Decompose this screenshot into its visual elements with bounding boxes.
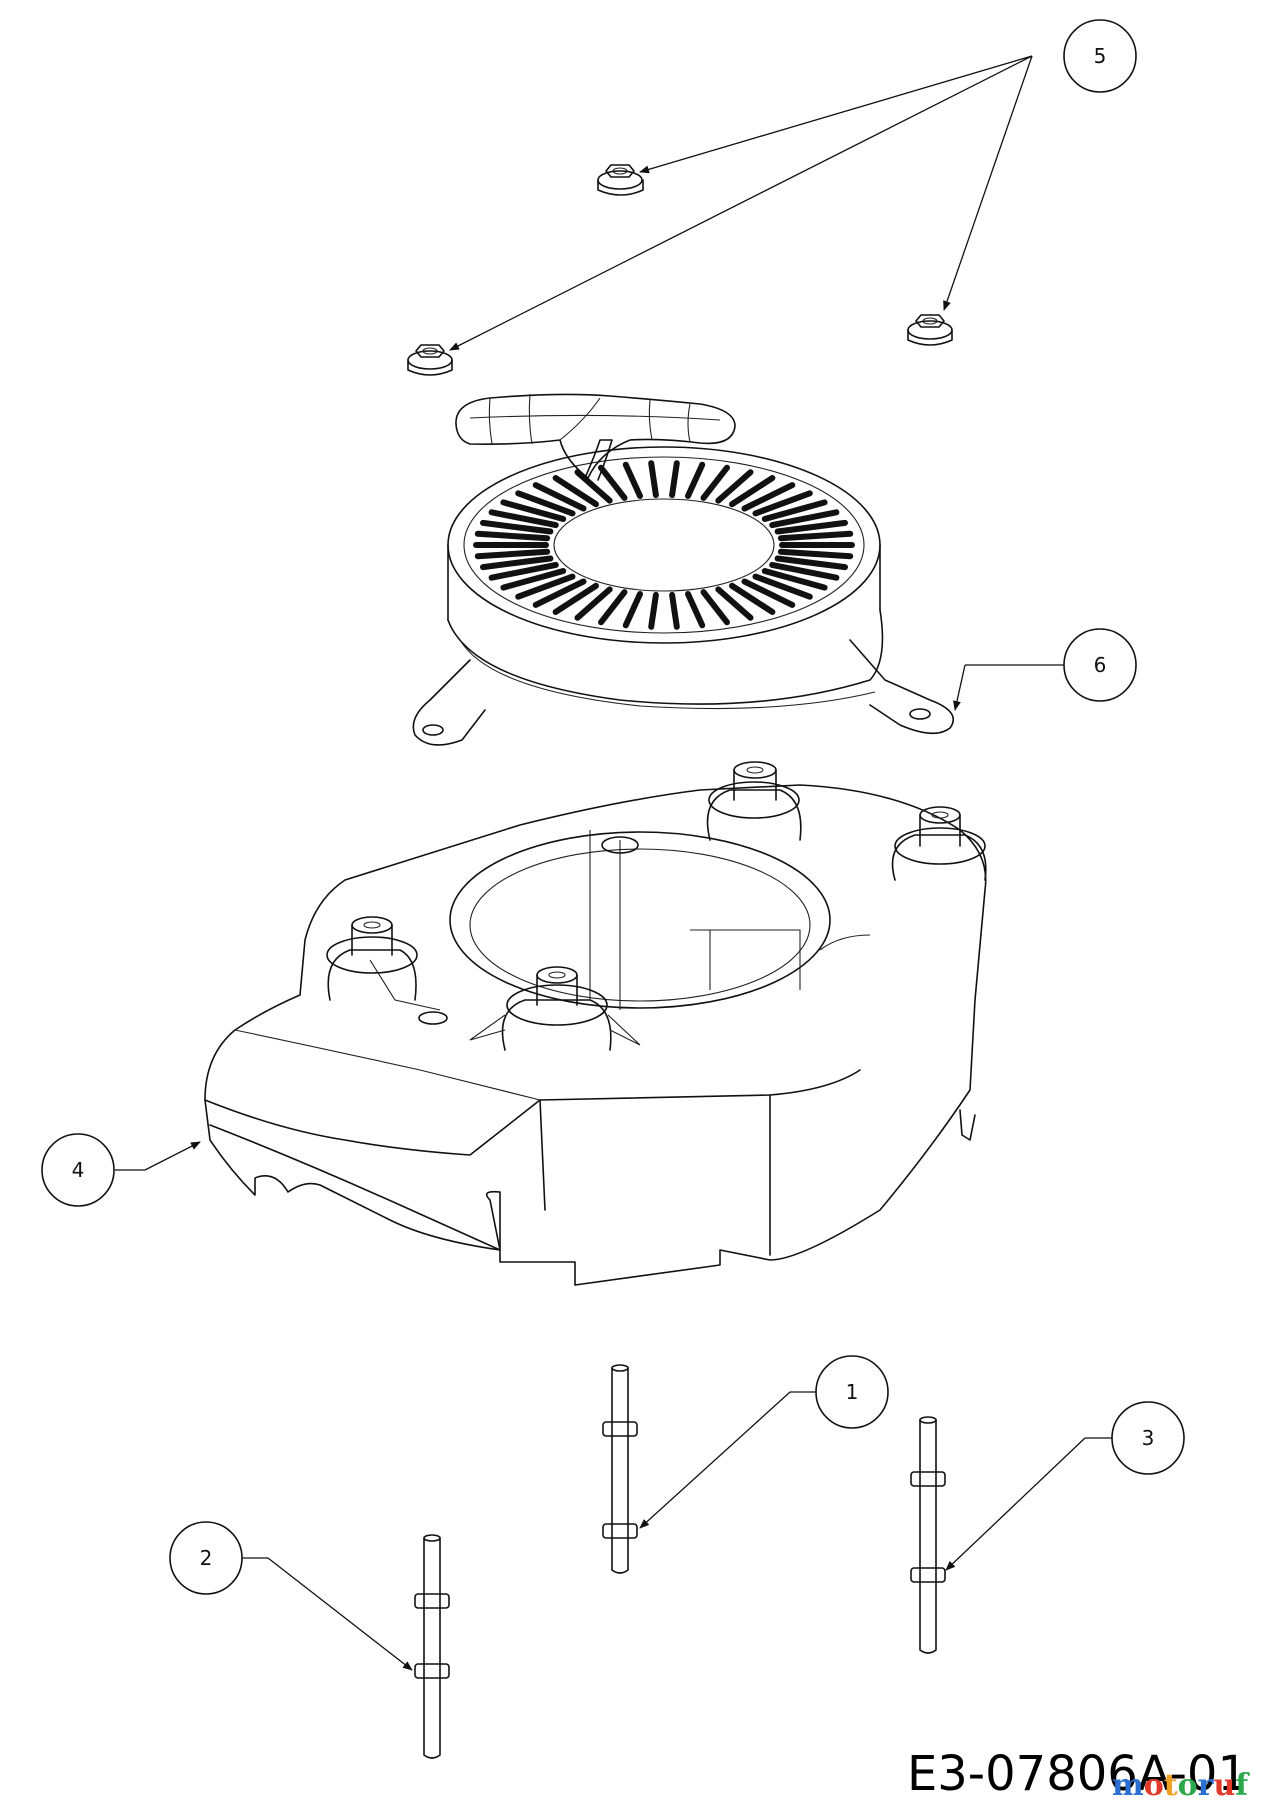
- vent-slot: [648, 591, 659, 630]
- vent-slot: [752, 573, 813, 600]
- callout-3: 3: [1111, 1401, 1185, 1475]
- vent-slot: [598, 589, 628, 626]
- vent-slot: [769, 561, 840, 581]
- vent-slot: [741, 482, 796, 512]
- vent-slot: [685, 461, 706, 499]
- callout-2: 2: [169, 1521, 243, 1595]
- callout-4: 4: [41, 1133, 115, 1207]
- callout-label: 1: [846, 1380, 859, 1404]
- vent-slot: [474, 530, 551, 542]
- recoil-starter: [412, 393, 955, 746]
- watermark-text: motoruf: [1112, 1768, 1250, 1800]
- vent-slot: [480, 555, 554, 571]
- vent-slot: [769, 509, 840, 529]
- vent-slot: [515, 490, 576, 517]
- callout-5: 5: [1063, 19, 1137, 93]
- post-rear-center: [706, 761, 802, 841]
- vent-slot: [574, 469, 613, 504]
- vent-slot: [752, 490, 813, 517]
- vent-slot: [480, 519, 554, 535]
- callout-label: 4: [72, 1158, 85, 1182]
- callout-1: 1: [815, 1355, 889, 1429]
- vent-slot: [622, 591, 643, 629]
- blower-housing: [204, 761, 987, 1286]
- vent-slot: [515, 573, 576, 600]
- post-rear-left: [326, 916, 418, 1001]
- vent-slot: [715, 469, 754, 504]
- vent-slot: [761, 568, 828, 591]
- vent-slot: [741, 578, 796, 608]
- callout-label: 3: [1142, 1426, 1155, 1450]
- callout-label: 5: [1094, 44, 1107, 68]
- vent-slot: [700, 589, 730, 626]
- vent-slot: [685, 591, 706, 629]
- vent-slot: [622, 461, 643, 499]
- flange-nut-top: [597, 164, 644, 196]
- vent-slot: [729, 582, 776, 615]
- vent-slot: [700, 464, 730, 501]
- stud-1: [602, 1364, 638, 1574]
- callout-label: 2: [200, 1546, 213, 1570]
- flange-nut-left: [407, 344, 453, 376]
- vent-slot: [488, 509, 559, 529]
- flange-nut-right: [907, 314, 953, 346]
- vent-slot: [500, 499, 567, 522]
- callout-6: 6: [1063, 628, 1137, 702]
- diagram-code: E3-07806A-01: [907, 1746, 1248, 1800]
- vent-slot: [500, 568, 567, 591]
- vent-slot: [774, 519, 848, 535]
- stud-3: [910, 1416, 946, 1654]
- vent-slot: [729, 475, 776, 508]
- vent-slot: [598, 464, 628, 501]
- leader-lines: [115, 55, 1115, 1671]
- vent-slot: [777, 548, 854, 560]
- callout-label: 6: [1094, 653, 1107, 677]
- vent-slot: [474, 548, 551, 560]
- post-front: [469, 966, 641, 1051]
- vent-slot: [574, 586, 613, 621]
- vent-slot: [715, 586, 754, 621]
- vent-slot: [552, 475, 599, 508]
- vent-slot: [761, 499, 828, 522]
- vent-slot: [669, 591, 680, 630]
- vent-slot: [774, 555, 848, 571]
- vent-slot: [532, 578, 587, 608]
- recoil-starter-vents: [473, 460, 855, 630]
- vent-slot: [669, 460, 680, 499]
- post-right: [891, 806, 987, 881]
- vent-slot: [648, 460, 659, 499]
- vent-slot: [532, 482, 587, 512]
- vent-slot: [488, 561, 559, 581]
- stud-2: [414, 1534, 450, 1759]
- vent-slot: [552, 582, 599, 615]
- vent-slot: [777, 530, 854, 542]
